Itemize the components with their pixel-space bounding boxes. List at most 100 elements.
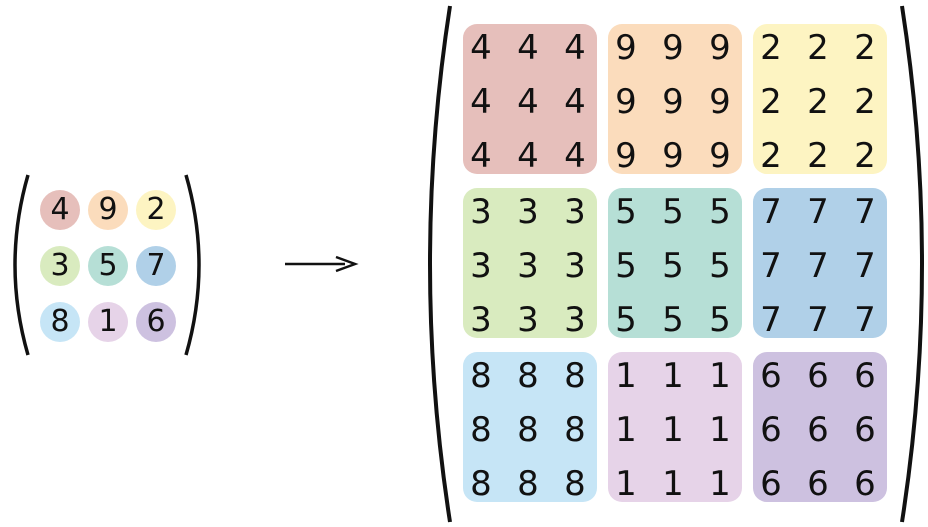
expanded-entry: 4	[470, 82, 492, 122]
expanded-entry: 4	[564, 82, 586, 122]
expanded-entry: 2	[760, 136, 782, 176]
expanded-entry: 4	[517, 82, 539, 122]
expanded-entry: 6	[760, 356, 782, 396]
expanded-entry: 3	[470, 246, 492, 286]
expanded-entry: 7	[807, 300, 829, 340]
expanded-entry: 3	[564, 300, 586, 340]
expanded-entry: 6	[807, 464, 829, 504]
source-cell-r2c3: 7	[136, 246, 176, 286]
expanded-entry: 1	[662, 356, 684, 396]
expanded-entry: 1	[709, 410, 731, 450]
source-cell-r1c3: 2	[136, 190, 176, 230]
expanded-entry: 8	[564, 410, 586, 450]
expanded-entry: 7	[760, 246, 782, 286]
expanded-entry: 8	[517, 410, 539, 450]
expanded-entry: 6	[760, 464, 782, 504]
expanded-entry: 8	[470, 356, 492, 396]
expanded-entry: 5	[662, 246, 684, 286]
expanded-entry: 9	[662, 28, 684, 68]
expanded-entry: 2	[760, 82, 782, 122]
expanded-entry: 3	[470, 192, 492, 232]
expanded-entry: 5	[662, 192, 684, 232]
expanded-entry: 7	[807, 246, 829, 286]
expanded-entry: 4	[564, 28, 586, 68]
expanded-entry: 6	[760, 410, 782, 450]
expanded-entry: 4	[470, 28, 492, 68]
expanded-entry: 7	[760, 192, 782, 232]
expanded-entry: 7	[807, 192, 829, 232]
expanded-entry: 8	[470, 410, 492, 450]
expanded-block-r1c2	[608, 24, 742, 174]
expanded-entry: 6	[807, 410, 829, 450]
expanded-block-r3c2	[608, 352, 742, 502]
expanded-entry: 7	[854, 192, 876, 232]
expanded-entry: 9	[662, 136, 684, 176]
expanded-entry: 9	[709, 136, 731, 176]
expanded-entry: 6	[854, 464, 876, 504]
source-cell-r3c2: 1	[88, 302, 128, 342]
expanded-entry: 6	[854, 356, 876, 396]
source-cell-r1c2: 9	[88, 190, 128, 230]
expanded-entry: 2	[854, 136, 876, 176]
expanded-entry: 4	[564, 136, 586, 176]
expanded-entry: 1	[662, 464, 684, 504]
expanded-block-r2c3	[753, 188, 887, 338]
expanded-entry: 3	[564, 192, 586, 232]
expanded-entry: 5	[709, 300, 731, 340]
expanded-entry: 2	[807, 136, 829, 176]
expanded-entry: 6	[807, 356, 829, 396]
large-right-paren	[900, 5, 924, 523]
arrow-icon	[285, 255, 359, 273]
expanded-entry: 1	[615, 464, 637, 504]
expanded-entry: 1	[709, 464, 731, 504]
source-cell-r3c3: 6	[136, 302, 176, 342]
expanded-entry: 2	[854, 28, 876, 68]
expanded-block-r3c1	[463, 352, 597, 502]
expanded-entry: 5	[709, 246, 731, 286]
source-cell-r2c2: 5	[88, 246, 128, 286]
source-cell-r3c1: 8	[40, 302, 80, 342]
source-cell-r2c1: 3	[40, 246, 80, 286]
expanded-block-r2c1	[463, 188, 597, 338]
expanded-entry: 7	[854, 246, 876, 286]
expanded-entry: 4	[517, 28, 539, 68]
expanded-entry: 2	[807, 82, 829, 122]
expanded-entry: 3	[470, 300, 492, 340]
expanded-block-r1c3	[753, 24, 887, 174]
expanded-entry: 2	[760, 28, 782, 68]
small-left-paren	[13, 174, 30, 356]
expanded-entry: 5	[615, 246, 637, 286]
expanded-entry: 5	[709, 192, 731, 232]
expanded-entry: 4	[517, 136, 539, 176]
source-cell-r1c1: 4	[40, 190, 80, 230]
expanded-entry: 5	[615, 300, 637, 340]
expanded-entry: 3	[564, 246, 586, 286]
expanded-entry: 1	[709, 356, 731, 396]
expanded-entry: 8	[564, 464, 586, 504]
expanded-entry: 3	[517, 300, 539, 340]
expanded-entry: 8	[517, 464, 539, 504]
expanded-entry: 1	[615, 410, 637, 450]
expanded-entry: 9	[709, 82, 731, 122]
expanded-entry: 9	[615, 136, 637, 176]
expanded-entry: 8	[564, 356, 586, 396]
expanded-entry: 4	[470, 136, 492, 176]
expanded-entry: 5	[662, 300, 684, 340]
expanded-entry: 7	[854, 300, 876, 340]
expanded-entry: 2	[854, 82, 876, 122]
expanded-entry: 9	[709, 28, 731, 68]
expanded-entry: 9	[662, 82, 684, 122]
expanded-entry: 3	[517, 246, 539, 286]
expanded-block-r1c1	[463, 24, 597, 174]
expanded-entry: 6	[854, 410, 876, 450]
expanded-entry: 1	[615, 356, 637, 396]
expanded-entry: 3	[517, 192, 539, 232]
expanded-entry: 7	[760, 300, 782, 340]
expanded-entry: 2	[807, 28, 829, 68]
expanded-entry: 8	[517, 356, 539, 396]
expanded-entry: 9	[615, 28, 637, 68]
expanded-entry: 8	[470, 464, 492, 504]
expanded-entry: 1	[662, 410, 684, 450]
